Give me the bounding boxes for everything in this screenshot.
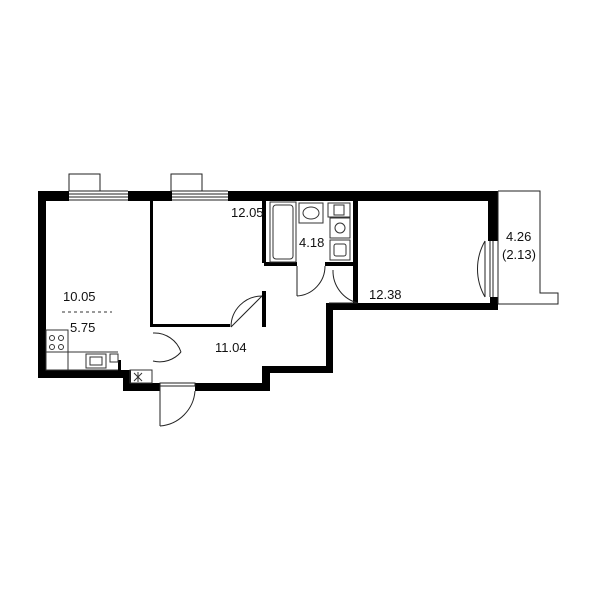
room-area-hallway: 11.04 (215, 340, 247, 355)
balcony (476, 190, 559, 305)
outer-walls (38, 191, 498, 391)
window-left (68, 173, 128, 201)
room-area-balcony-reduced: (2.13) (502, 247, 536, 262)
room-area-balcony: 4.26 (506, 229, 531, 244)
room-area-kitchen: 5.75 (70, 320, 95, 335)
room-labels: 10.05 5.75 12.05 4.18 12.38 11.04 4.26 (… (63, 205, 536, 355)
doors (152, 265, 359, 427)
room-area-bathroom: 4.18 (299, 235, 324, 250)
room-area-living: 12.38 (369, 287, 402, 302)
kitchen-fixtures (45, 311, 153, 384)
room-area-bedroom: 12.05 (231, 205, 264, 220)
window-middle (170, 173, 228, 201)
interior-walls (118, 199, 358, 372)
room-area-left: 10.05 (63, 289, 96, 304)
bathroom-fixtures (269, 201, 351, 263)
